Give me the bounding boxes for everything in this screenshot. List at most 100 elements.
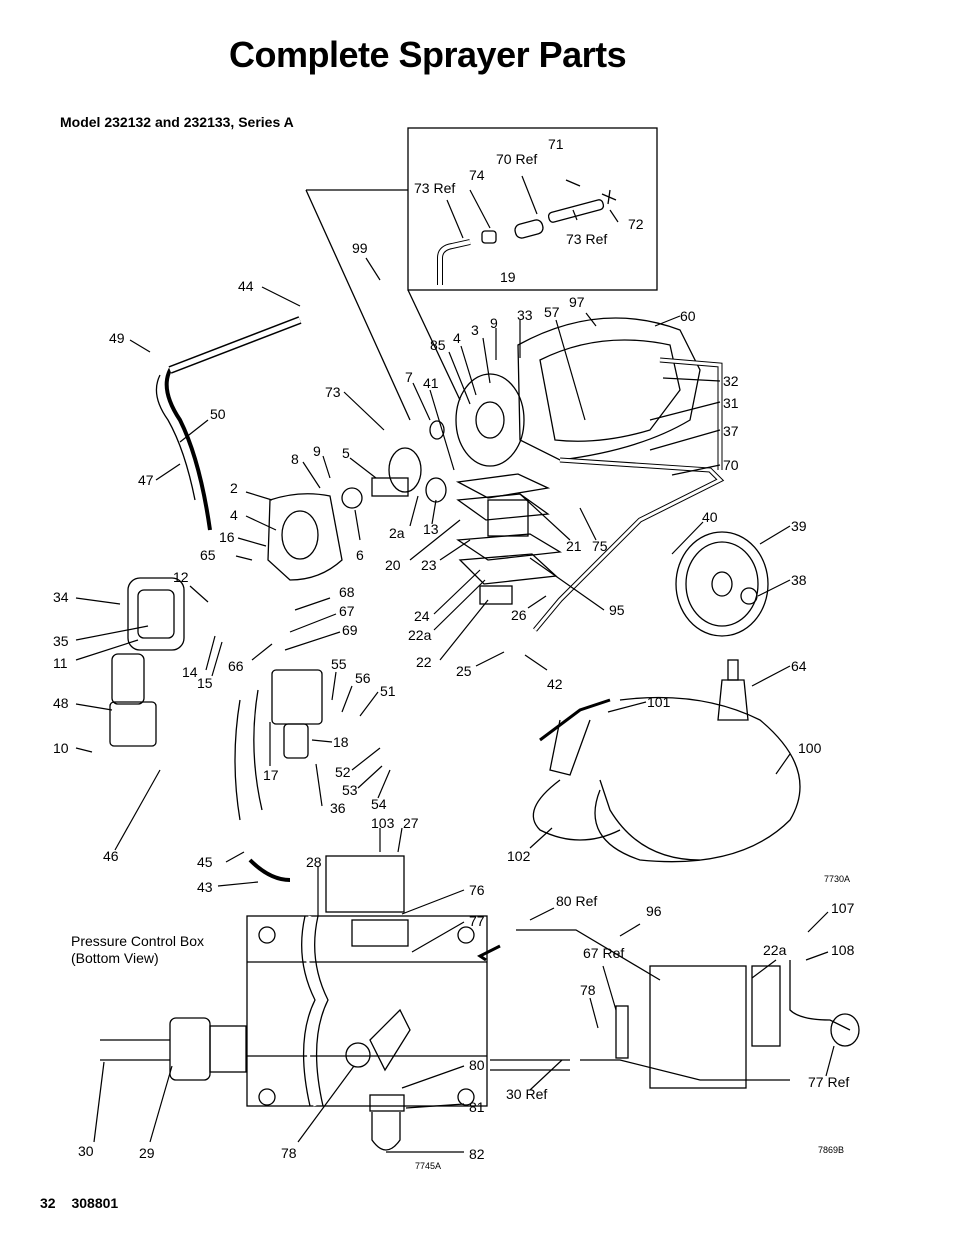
callout-label: 82: [469, 1146, 485, 1162]
callout-label: 81: [469, 1099, 485, 1115]
callout-label: 70: [723, 457, 739, 473]
callout-label: 40: [702, 509, 718, 525]
callout-label: 25: [456, 663, 472, 679]
callout-label: 43: [197, 879, 213, 895]
callout-label: 70 Ref: [496, 151, 538, 167]
callout-label: 2a: [389, 525, 405, 541]
callout-label: 20: [385, 557, 401, 573]
callout-label: 68: [339, 584, 355, 600]
callout-label: 16: [219, 529, 235, 545]
callout-label: 56: [355, 670, 371, 686]
callout-label: 102: [507, 848, 531, 864]
callout-label: 103: [371, 815, 395, 831]
callout-label: 19: [500, 269, 516, 285]
callout-label: 21: [566, 538, 582, 554]
callout-label: 3: [471, 322, 479, 338]
callout-label: 65: [200, 547, 216, 563]
callout-label: 30: [78, 1143, 94, 1159]
callout-label: 33: [517, 307, 533, 323]
callout-label: 99: [352, 240, 368, 256]
callout-label: 38: [791, 572, 807, 588]
callout-label: 8: [291, 451, 299, 467]
callout-label: 46: [103, 848, 119, 864]
callout-label: 39: [791, 518, 807, 534]
callout-label: 36: [330, 800, 346, 816]
callout-label: 52: [335, 764, 351, 780]
callout-label: 10: [53, 740, 69, 756]
callout-label: 72: [628, 216, 644, 232]
callout-label: 6: [356, 547, 364, 563]
callout-label: 15: [197, 675, 213, 691]
callout-label: 9: [490, 315, 498, 331]
callout-label: 42: [547, 676, 563, 692]
callout-label: 31: [723, 395, 739, 411]
callout-label: 4: [230, 507, 238, 523]
callout-label: 67 Ref: [583, 945, 625, 961]
callout-label: 107: [831, 900, 855, 916]
page-title: Complete Sprayer Parts: [229, 34, 627, 75]
callout-label: 73 Ref: [414, 180, 456, 196]
callout-label: 71: [548, 136, 564, 152]
callout-label: 85: [430, 337, 446, 353]
caption-line: (Bottom View): [71, 950, 159, 966]
callout-label: 80 Ref: [556, 893, 598, 909]
callout-label: 74: [469, 167, 485, 183]
callout-label: 69: [342, 622, 358, 638]
callout-label: 22a: [763, 942, 787, 958]
callout-label: 23: [421, 557, 437, 573]
callout-label: 4: [453, 330, 461, 346]
document-number: 308801: [71, 1195, 119, 1211]
callout-label: 29: [139, 1145, 155, 1161]
callout-label: 78: [580, 982, 596, 998]
callout-label: 67: [339, 603, 355, 619]
callout-label: 75: [592, 538, 608, 554]
callout-label: 76: [469, 882, 485, 898]
callout-label: 66: [228, 658, 244, 674]
callout-label: 2: [230, 480, 238, 496]
callout-label: 73: [325, 384, 341, 400]
callout-label: 101: [647, 694, 671, 710]
callout-label: 22a: [408, 627, 432, 643]
callout-label: 77 Ref: [808, 1074, 850, 1090]
callout-label: 41: [423, 375, 439, 391]
callout-label: 32: [723, 373, 739, 389]
callout-label: 28: [306, 854, 322, 870]
callout-label: 95: [609, 602, 625, 618]
callout-label: 17: [263, 767, 279, 783]
callout-label: 14: [182, 664, 198, 680]
callout-label: 7: [405, 369, 413, 385]
callout-label: 57: [544, 304, 560, 320]
callout-label: 48: [53, 695, 69, 711]
drawing-number: 7745A: [415, 1161, 442, 1171]
callout-label: 27: [403, 815, 419, 831]
callout-label: 77: [469, 913, 485, 929]
callout-label: 13: [423, 521, 439, 537]
callout-label: 24: [414, 608, 430, 624]
callout-label: 47: [138, 472, 154, 488]
callout-label: 73 Ref: [566, 231, 608, 247]
caption-line: Pressure Control Box: [71, 933, 205, 949]
callout-label: 30 Ref: [506, 1086, 548, 1102]
callout-label: 18: [333, 734, 349, 750]
callout-label: 108: [831, 942, 855, 958]
callout-label: 97: [569, 294, 585, 310]
callout-label: 80: [469, 1057, 485, 1073]
callout-label: 100: [798, 740, 822, 756]
callout-label: 54: [371, 796, 387, 812]
callout-label: 50: [210, 406, 226, 422]
callout-label: 9: [313, 443, 321, 459]
callout-label: 12: [173, 569, 189, 585]
callout-label: 78: [281, 1145, 297, 1161]
drawing-number: 7730A: [824, 874, 851, 884]
callout-label: 22: [416, 654, 432, 670]
callout-label: 44: [238, 278, 254, 294]
drawing-number: 7869B: [818, 1145, 845, 1155]
callout-label: 49: [109, 330, 125, 346]
callout-label: 11: [53, 655, 68, 671]
callout-label: 26: [511, 607, 527, 623]
callout-label: 34: [53, 589, 69, 605]
callout-label: 45: [197, 854, 213, 870]
page-footer: 32 308801: [40, 1195, 130, 1211]
callout-label: 53: [342, 782, 358, 798]
